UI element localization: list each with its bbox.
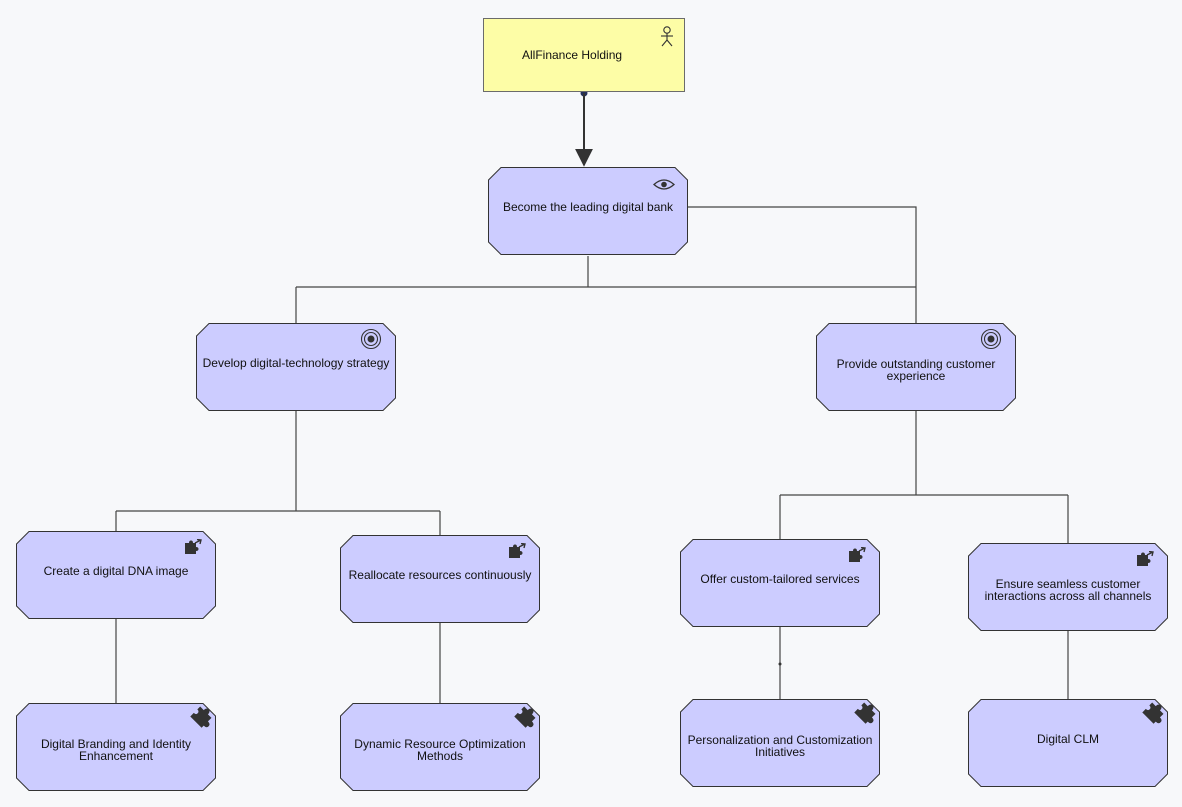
- target-icon: [360, 328, 382, 352]
- target-icon: [980, 328, 1002, 352]
- puzzle-arrow-icon: [1136, 550, 1154, 569]
- objective-node-reallocate-resources[interactable]: Reallocate resources continuously: [340, 535, 540, 623]
- puzzle-arrow-icon: [184, 538, 202, 557]
- initiative-node-digital-clm[interactable]: Digital CLM: [968, 699, 1168, 787]
- eye-icon: [653, 178, 675, 193]
- objective-label: Ensure seamless customer interactions ac…: [984, 577, 1152, 603]
- goal-node-digital-technology-strategy[interactable]: Develop digital-technology strategy: [196, 323, 396, 411]
- objective-label: Reallocate resources continuously: [348, 568, 532, 582]
- objective-node-custom-tailored-services[interactable]: Offer custom-tailored services: [680, 539, 880, 627]
- initiative-label: Digital Branding and Identity Enhancemen…: [40, 737, 192, 763]
- puzzle-icon: [843, 702, 876, 730]
- objective-node-digital-dna-image[interactable]: Create a digital DNA image: [16, 531, 216, 619]
- vision-node[interactable]: Become the leading digital bank: [488, 167, 688, 255]
- vision-label: Become the leading digital bank: [502, 200, 674, 214]
- objective-label: Offer custom-tailored services: [700, 572, 860, 586]
- initiative-label: Personalization and Customization Initia…: [687, 733, 873, 759]
- vision-to-goals-connector[interactable]: [295, 206, 917, 324]
- goal1-to-objectives-connector[interactable]: [115, 411, 441, 536]
- initiative-label: Dynamic Resource Optimization Methods: [354, 737, 526, 763]
- goal-label: Provide outstanding customer experience: [836, 357, 996, 383]
- connector-junction-dot: [778, 662, 782, 666]
- goal-label: Develop digital-technology strategy: [202, 356, 390, 370]
- goal2-to-objectives-connector[interactable]: [779, 411, 1069, 544]
- initiative-node-personalization[interactable]: Personalization and Customization Initia…: [680, 699, 880, 787]
- puzzle-arrow-icon: [508, 542, 526, 561]
- stick-figure-actor-icon: [660, 26, 674, 50]
- actor-node[interactable]: AllFinance Holding: [483, 18, 685, 92]
- initiative-node-dynamic-resource-optimization[interactable]: Dynamic Resource Optimization Methods: [340, 703, 540, 791]
- puzzle-icon: [1131, 702, 1164, 730]
- objective-label: Create a digital DNA image: [43, 564, 189, 578]
- actor-label: AllFinance Holding: [522, 48, 623, 62]
- puzzle-icon: [503, 706, 536, 734]
- goal-node-customer-experience[interactable]: Provide outstanding customer experience: [816, 323, 1016, 411]
- objective-node-seamless-interactions[interactable]: Ensure seamless customer interactions ac…: [968, 543, 1168, 631]
- initiative-label: Digital CLM: [1036, 732, 1099, 746]
- puzzle-icon: [179, 706, 212, 734]
- initiative-node-digital-branding[interactable]: Digital Branding and Identity Enhancemen…: [16, 703, 216, 791]
- puzzle-arrow-icon: [848, 546, 866, 565]
